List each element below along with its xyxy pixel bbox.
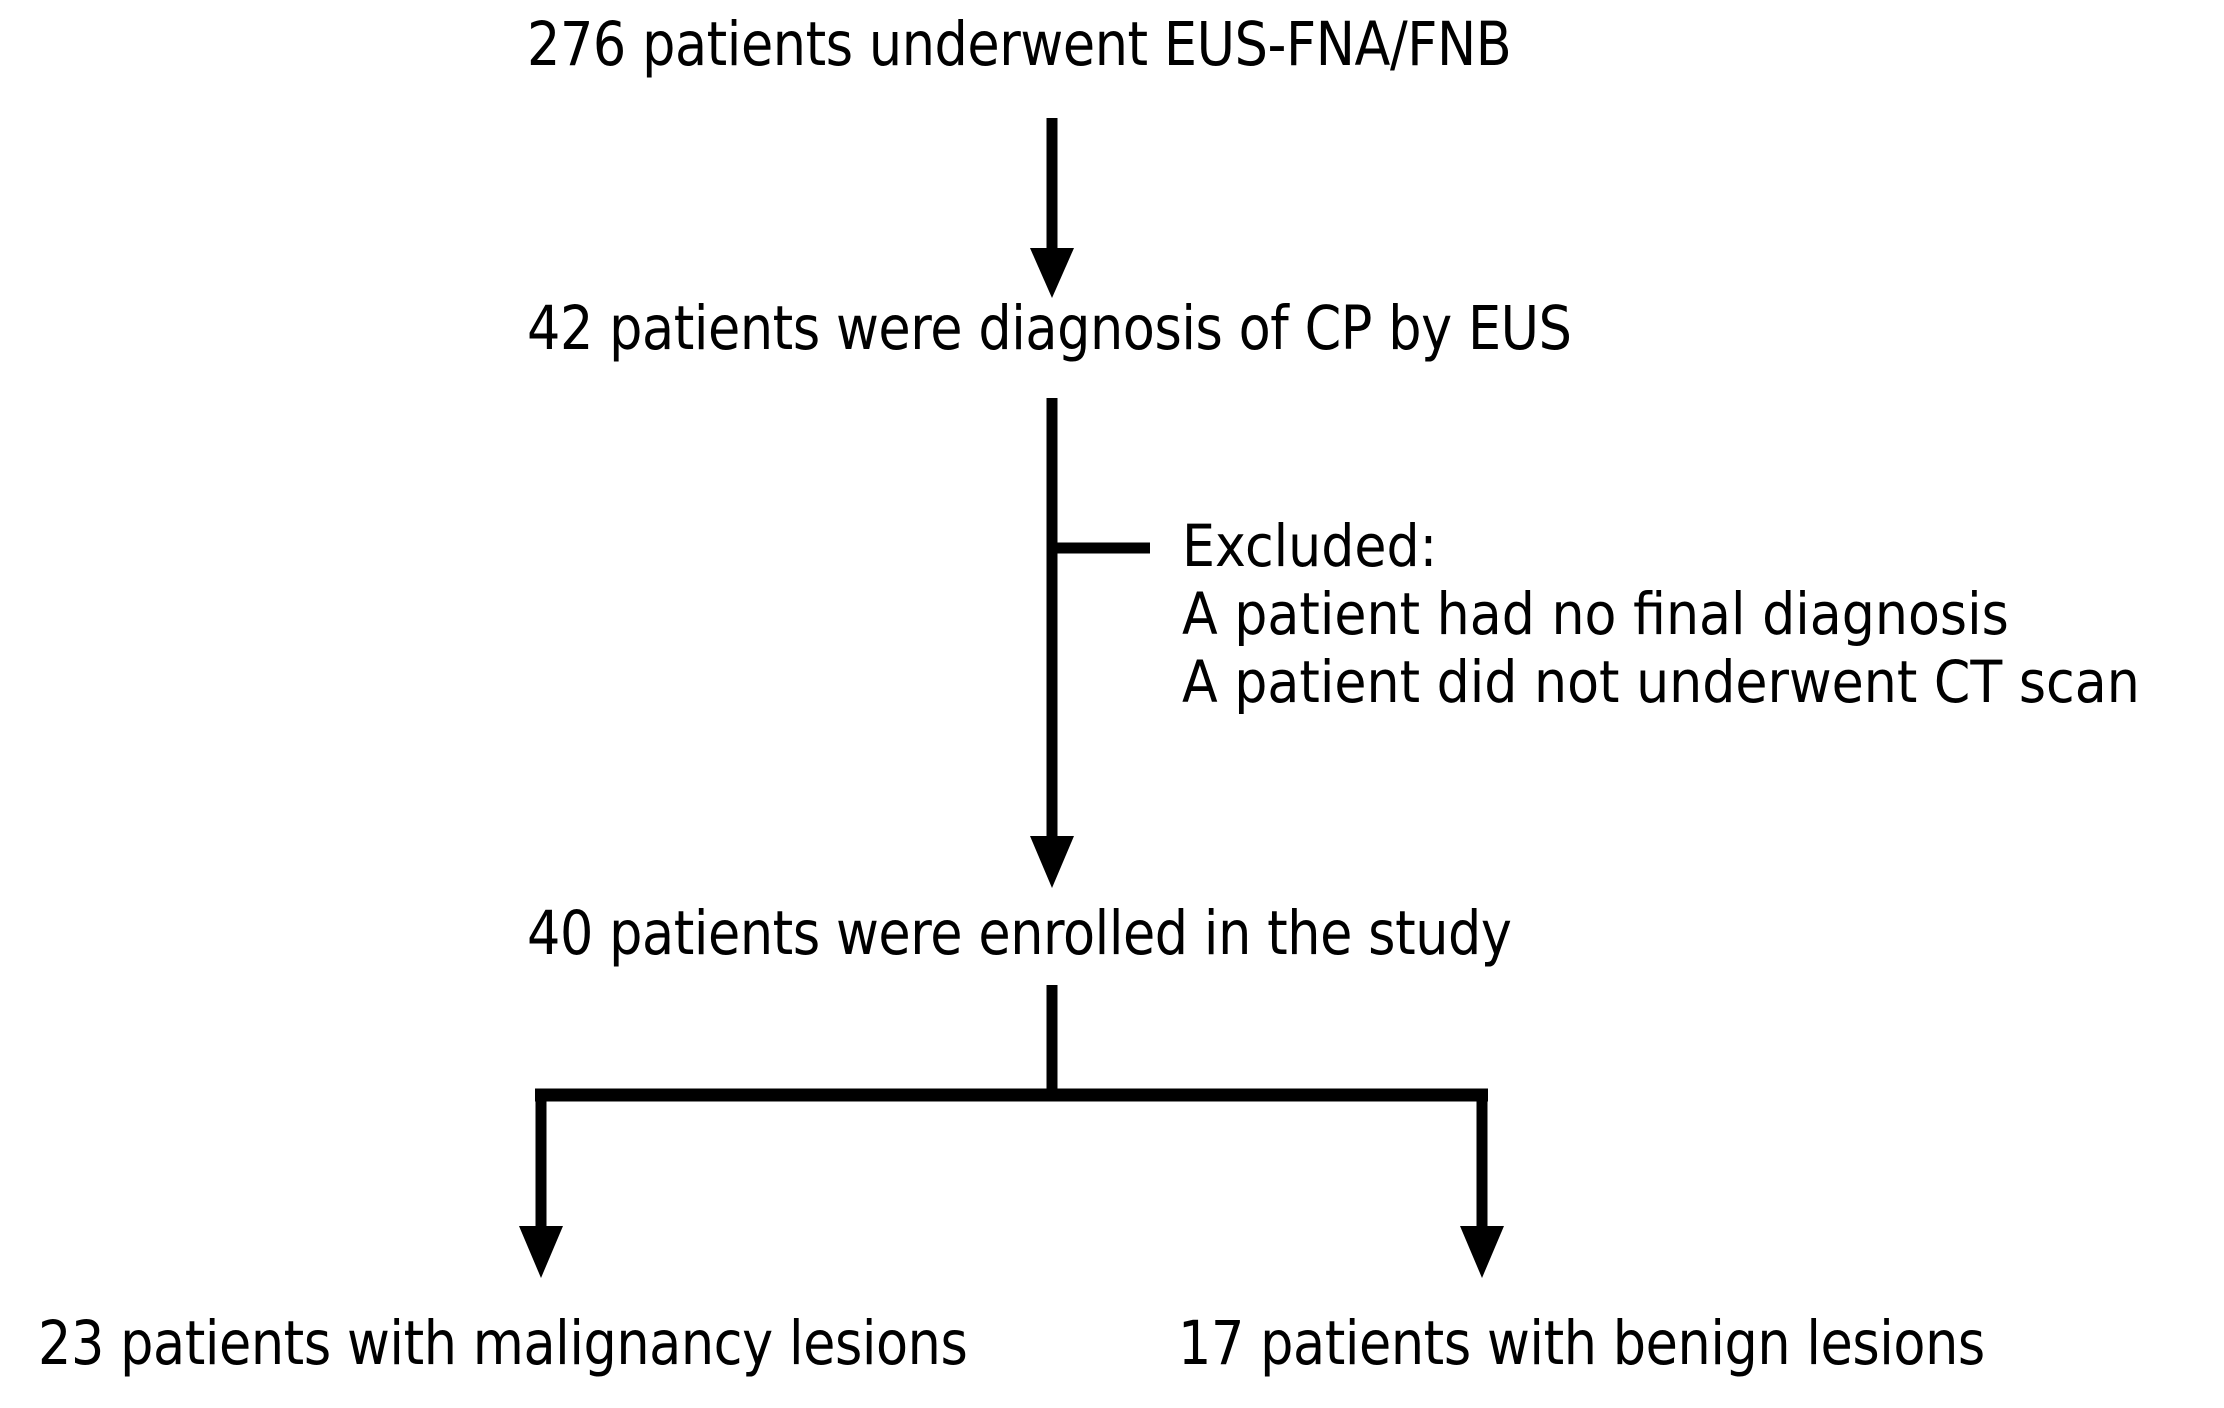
arrow-screened-to-diagnosed-icon xyxy=(1030,118,1074,298)
node-malignant-label: 23 patients with malignancy lesions xyxy=(38,1308,968,1379)
node-benign-label: 17 patients with benign lesions xyxy=(1178,1308,1985,1379)
node-enrolled-label: 40 patients were enrolled in the study xyxy=(527,898,1512,969)
node-diagnosed-label: 42 patients were diagnosis of CP by EUS xyxy=(527,293,1572,364)
exclusion-reason-1: A patient had no final diagnosis xyxy=(1182,579,2009,648)
exclusion-reason-2: A patient did not underwent CT scan xyxy=(1182,647,2140,716)
split-enrolled-icon xyxy=(519,985,1504,1278)
node-screened-label: 276 patients underwent EUS-FNA/FNB xyxy=(527,9,1512,80)
arrow-diagnosed-to-enrolled-icon xyxy=(1030,398,1074,888)
exclusion-block: Excluded: A patient had no final diagnos… xyxy=(1182,512,2140,717)
exclusion-heading: Excluded: xyxy=(1182,512,1438,580)
